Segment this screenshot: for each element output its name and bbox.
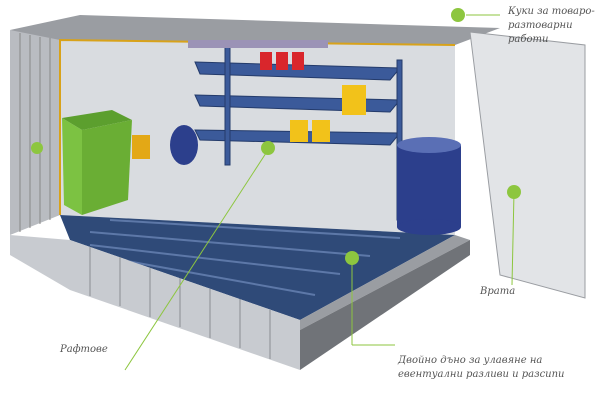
control-box — [132, 135, 150, 159]
yellow-canisters — [290, 85, 366, 142]
blue-drum — [397, 137, 461, 235]
hoist-rail — [188, 40, 328, 48]
label-hooks-line2: разтоварни работи — [508, 20, 573, 45]
left-wall — [10, 30, 60, 235]
roof — [10, 15, 500, 45]
small-drum — [170, 125, 198, 165]
floor-base — [10, 235, 300, 370]
label-hooks: Куки за товаро- разтоварни работи — [508, 5, 600, 47]
double-bottom-sump — [60, 215, 455, 320]
callout-dot-hooks — [451, 8, 465, 22]
label-sump-line1: Двойно дъно за улавяне на — [398, 355, 543, 366]
green-waste-bin — [62, 110, 132, 215]
callout-dot-wall — [31, 142, 43, 154]
callout-dot-sump — [345, 251, 359, 265]
red-canisters — [260, 52, 304, 70]
label-sump-line2: евентуални разливи и разсипи — [398, 369, 565, 380]
label-hooks-line1: Куки за товаро- — [508, 6, 595, 17]
callout-dot-door — [507, 185, 521, 199]
label-shelves: Рафтове — [60, 344, 108, 355]
door[interactable] — [469, 31, 586, 299]
callout-dot-shelves — [261, 141, 275, 155]
label-sump: Двойно дъно за улавяне на евентуални раз… — [398, 354, 564, 382]
label-door: Врата — [480, 286, 516, 297]
